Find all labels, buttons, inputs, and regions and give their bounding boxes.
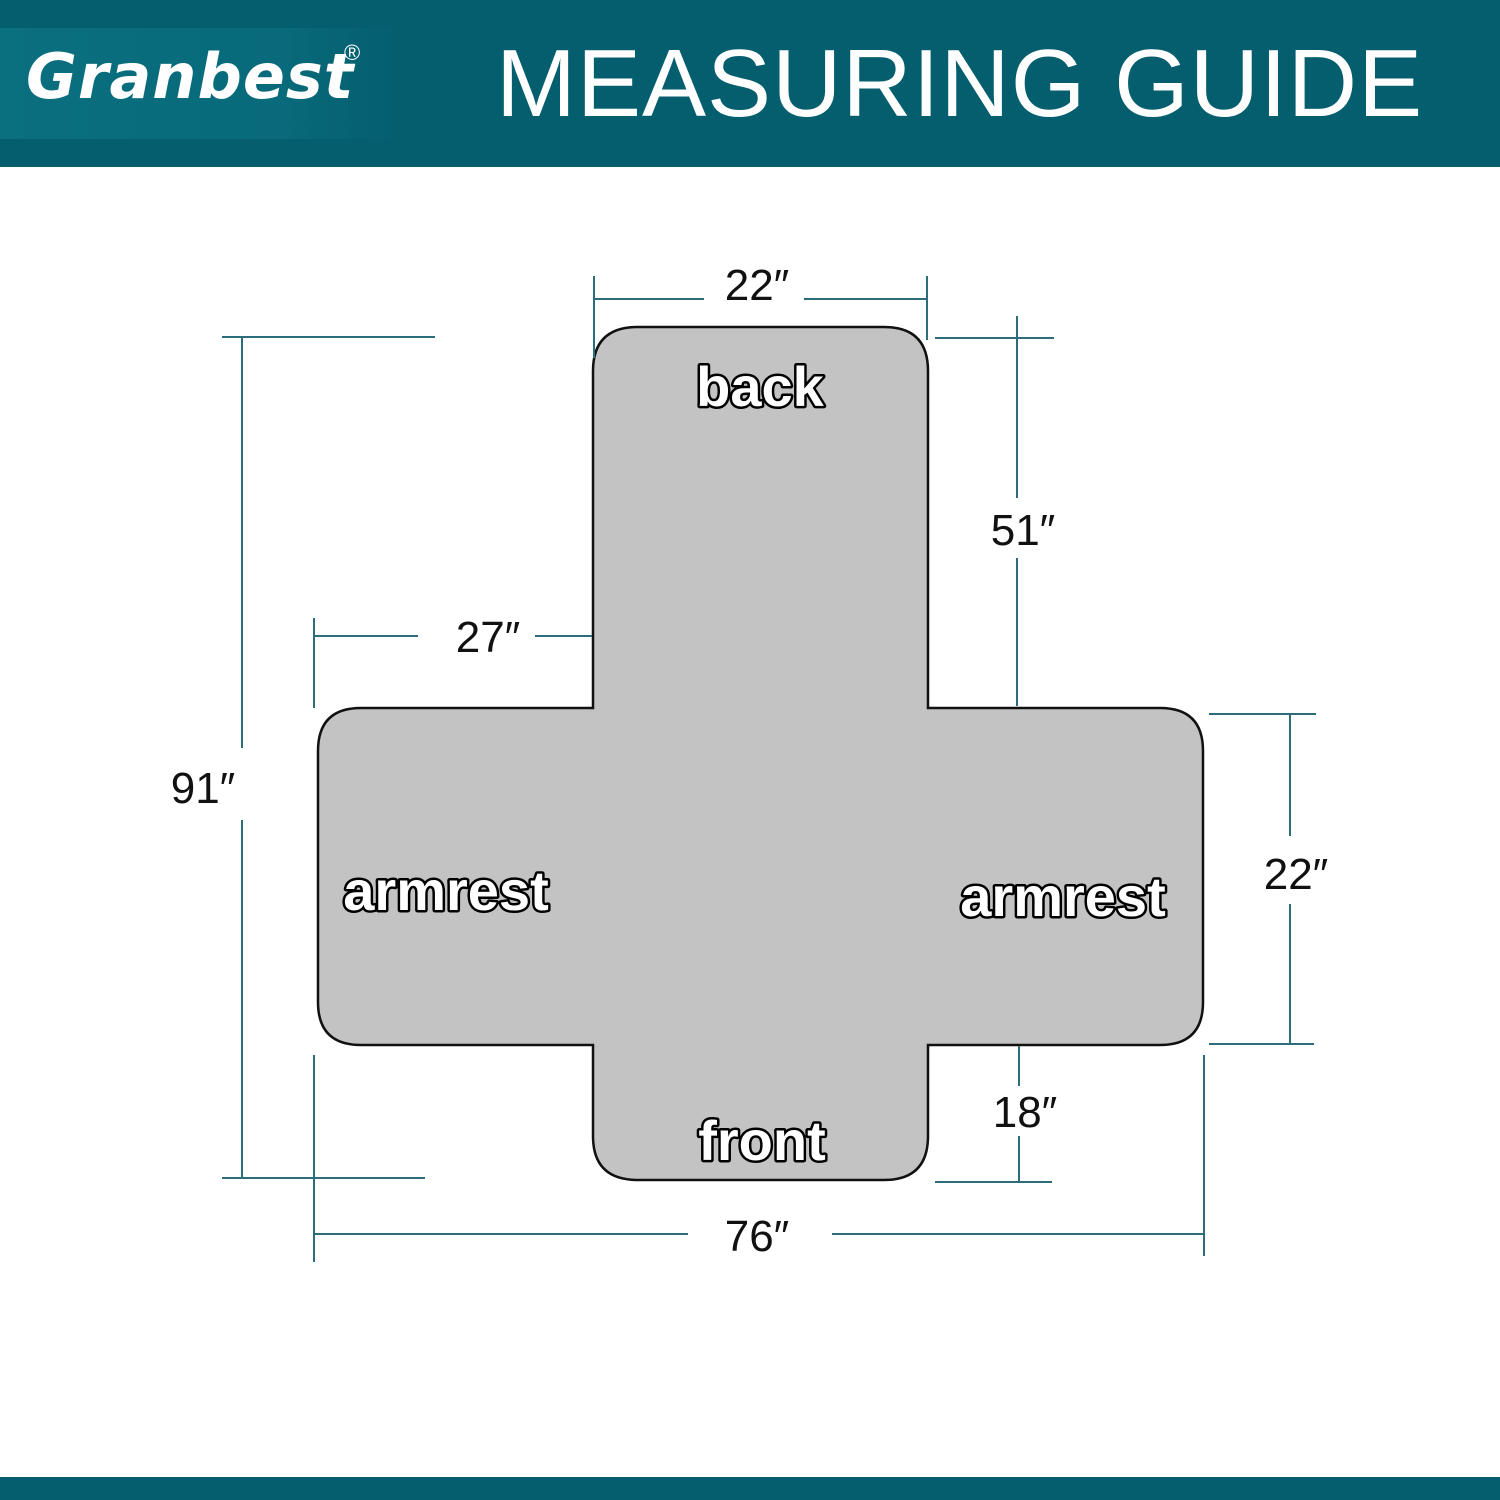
dimension-arm-width: 27″: [313, 613, 592, 708]
label-front: front: [698, 1109, 826, 1172]
dimension-label-front-depth: 18″: [993, 1088, 1058, 1137]
dimension-label-back-depth: 51″: [991, 506, 1056, 555]
registered-mark: ®: [344, 40, 361, 65]
footer-bar: [0, 1477, 1500, 1500]
brand-logo: Granbest: [26, 40, 355, 113]
dimension-label-arm-width: 27″: [456, 613, 521, 662]
cover-outline: [316, 325, 1205, 1182]
dimension-arm-depth: 22″: [1209, 713, 1329, 1045]
page-title: MEASURING GUIDE: [496, 30, 1424, 137]
dimension-overall-depth: 91″: [171, 336, 435, 1179]
dimension-label-overall-depth: 91″: [171, 764, 236, 813]
dimension-label-overall-width: 76″: [725, 1212, 790, 1261]
label-armrest-right: armrest: [960, 865, 1165, 928]
dimension-label-back-width: 22″: [725, 261, 790, 310]
header-banner: Granbest ® MEASURING GUIDE: [0, 0, 1500, 167]
label-back: back: [696, 355, 824, 418]
dimension-front-depth: 18″: [935, 1046, 1058, 1183]
label-armrest-left: armrest: [343, 859, 548, 922]
dimension-back-depth: 51″: [935, 316, 1055, 706]
dimension-label-arm-depth: 22″: [1264, 850, 1329, 899]
dimension-overall-width: 76″: [313, 1055, 1205, 1262]
dimension-back-width: 22″: [593, 261, 928, 358]
logo-panel: [0, 28, 400, 139]
